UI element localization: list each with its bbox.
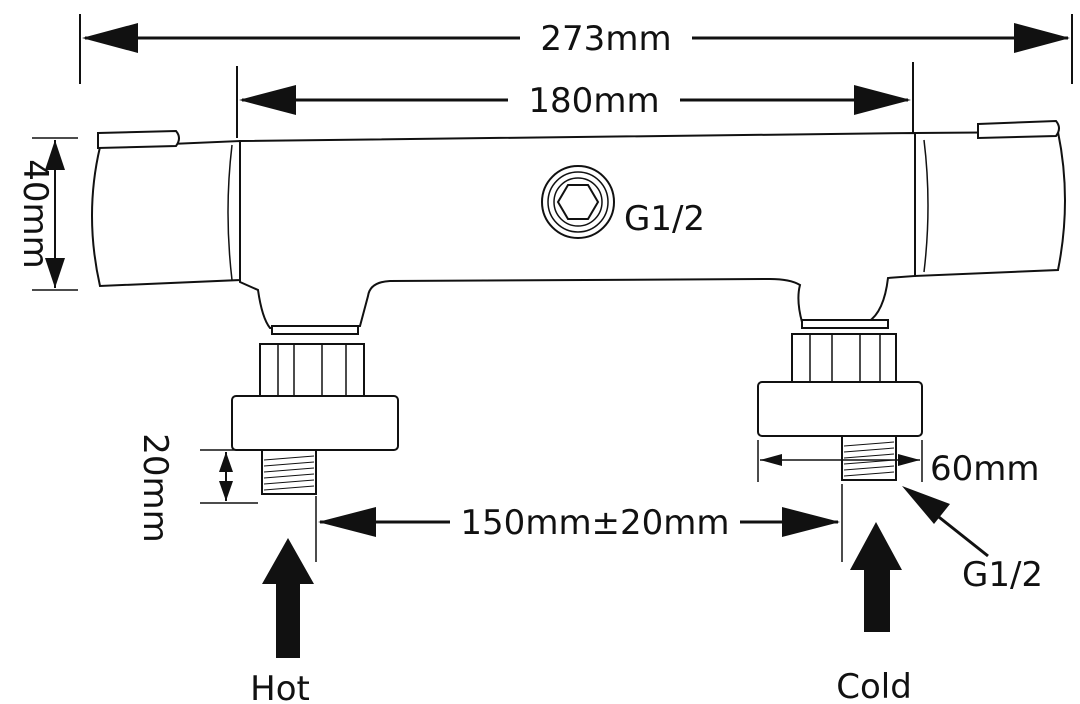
right-seam bbox=[923, 139, 929, 273]
arrowhead-right bbox=[898, 454, 920, 466]
cold-inlet-fitting bbox=[757, 319, 923, 481]
arrowhead-bottom bbox=[45, 258, 65, 288]
hot-hex-nut bbox=[259, 343, 365, 397]
arrowhead-right bbox=[782, 507, 840, 537]
cold-inlet-label: Cold bbox=[836, 667, 912, 704]
hot-inlet-fitting bbox=[231, 325, 399, 495]
top-port-label: G1/2 bbox=[624, 199, 705, 239]
callout-leader bbox=[929, 508, 989, 558]
nut-width-label: 60mm bbox=[930, 449, 1040, 489]
hot-threaded-stub bbox=[261, 449, 317, 495]
dimension-thread-length: 20mm bbox=[135, 433, 258, 543]
thread-length-label: 20mm bbox=[135, 433, 175, 543]
arrowhead-bottom bbox=[219, 481, 233, 501]
dimension-overall-length: 273mm bbox=[79, 14, 1073, 84]
right-end-cap bbox=[914, 130, 1066, 278]
inlet-spacing-label: 150mm±20mm bbox=[460, 503, 729, 543]
hot-supply: Hot bbox=[250, 538, 314, 704]
cold-up-arrow-icon bbox=[850, 522, 902, 632]
hex-socket-icon bbox=[556, 184, 600, 220]
inlet-thread-callout: G1/2 bbox=[902, 486, 1043, 595]
cold-flange bbox=[757, 381, 923, 437]
left-seam bbox=[227, 144, 233, 281]
hot-washer bbox=[271, 325, 359, 335]
dimension-inlet-spacing: 150mm±20mm bbox=[315, 484, 843, 562]
main-barrel bbox=[239, 131, 916, 330]
right-end-tab bbox=[977, 119, 1060, 140]
arrowhead-right bbox=[854, 85, 911, 115]
top-port-outer-ring bbox=[541, 165, 615, 239]
arrowhead-top bbox=[45, 140, 65, 170]
left-end-cap bbox=[91, 139, 241, 288]
arrowhead-right bbox=[1014, 23, 1070, 53]
center-length-label: 180mm bbox=[528, 81, 659, 121]
top-port: G1/2 bbox=[541, 165, 705, 239]
hot-up-arrow-icon bbox=[262, 538, 314, 658]
arrowhead-left bbox=[318, 507, 376, 537]
inlet-thread-label: G1/2 bbox=[962, 555, 1043, 595]
top-port-middle-ring bbox=[547, 171, 609, 233]
hot-inlet-label: Hot bbox=[250, 669, 310, 704]
cold-washer bbox=[801, 319, 889, 329]
callout-arrowhead bbox=[902, 486, 950, 524]
hot-thread-lines bbox=[263, 455, 315, 491]
left-end-tab bbox=[97, 129, 180, 150]
dimension-center-length: 180mm bbox=[236, 62, 914, 138]
arrowhead-left bbox=[760, 454, 782, 466]
top-port-inner-ring bbox=[553, 177, 603, 227]
arrowhead-top bbox=[219, 452, 233, 472]
height-label: 40mm bbox=[15, 159, 55, 269]
valve-body bbox=[91, 119, 1066, 330]
arrowhead-left bbox=[239, 85, 296, 115]
hot-flange bbox=[231, 395, 399, 451]
cold-supply: Cold bbox=[836, 522, 912, 704]
dimension-height: 40mm bbox=[15, 137, 78, 291]
arrowhead-left bbox=[82, 23, 138, 53]
cold-thread-lines bbox=[843, 441, 895, 477]
dimension-nut-width: 60mm bbox=[757, 440, 1040, 489]
overall-length-label: 273mm bbox=[540, 19, 671, 59]
